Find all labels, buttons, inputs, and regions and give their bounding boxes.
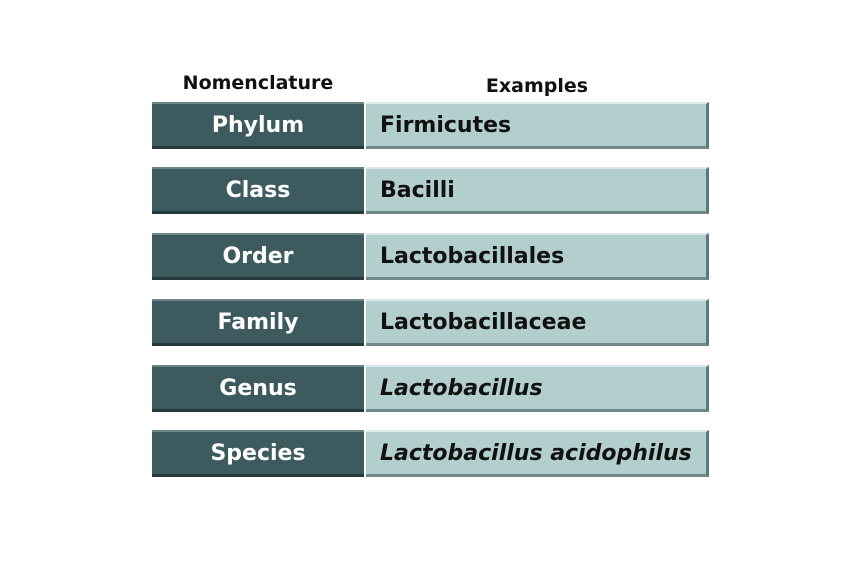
- example-label: Lactobacillus acidophilus: [366, 430, 709, 477]
- example-label: Firmicutes: [366, 102, 709, 149]
- example-label: Lactobacillaceae: [366, 299, 709, 346]
- example-label: Lactobacillales: [366, 233, 709, 280]
- rank-label: Family: [152, 299, 364, 346]
- example-label: Lactobacillus: [366, 365, 709, 412]
- example-label: Bacilli: [366, 167, 709, 214]
- nomenclature-header: Nomenclature: [182, 72, 334, 94]
- examples-header: Examples: [485, 75, 589, 97]
- rank-label: Species: [152, 430, 364, 477]
- rank-label: Phylum: [152, 102, 364, 149]
- rank-label: Class: [152, 167, 364, 214]
- rank-label: Genus: [152, 365, 364, 412]
- rank-label: Order: [152, 233, 364, 280]
